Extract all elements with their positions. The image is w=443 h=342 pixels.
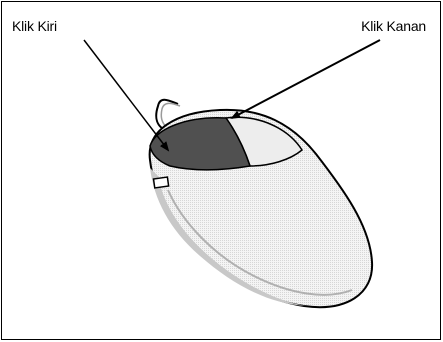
right-click-pointer xyxy=(232,40,380,118)
mouse-notch xyxy=(154,177,169,188)
left-click-pointer xyxy=(84,40,168,150)
